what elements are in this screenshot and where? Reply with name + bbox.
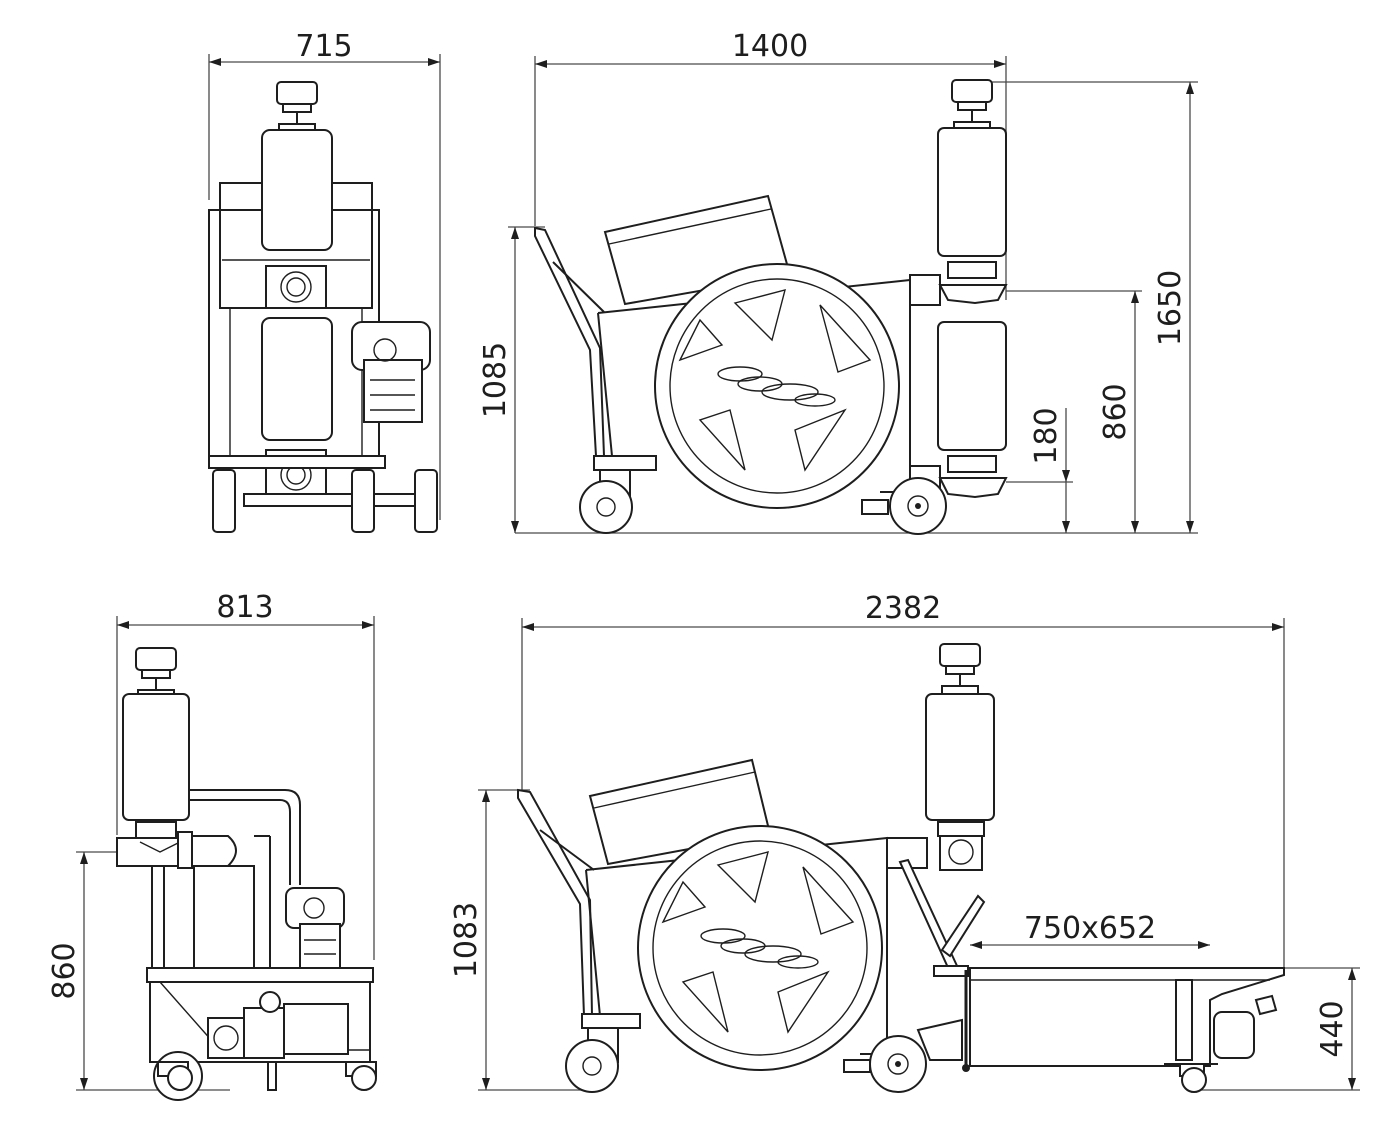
dimension-label: 1083 <box>449 902 484 978</box>
dimension-label: 813 <box>216 590 273 625</box>
dimension-label: 860 <box>47 942 82 999</box>
dimension-label: 1650 <box>1153 270 1188 346</box>
dimension-label: 440 <box>1315 1000 1350 1057</box>
dimension-height-860: 860 <box>1006 290 1142 533</box>
dimension-height-1085: 1085 <box>478 226 545 533</box>
dimension-label: 750x652 <box>1024 911 1156 946</box>
dimension-label: 715 <box>295 29 352 64</box>
dimension-height-180: 180 <box>1006 407 1073 533</box>
dimension-hopper-750x652: 750x652 <box>970 911 1210 949</box>
dimension-label: 1400 <box>732 29 808 64</box>
front-view: 715 <box>208 29 441 533</box>
side-view-with-hopper: 2382 1083 750x652 440 <box>449 591 1360 1093</box>
pump-drum <box>654 263 900 509</box>
dimension-height-440: 440 <box>1200 967 1360 1091</box>
pump-drum <box>637 825 883 1071</box>
dimension-width-715: 715 <box>208 29 441 520</box>
dimension-height-860-front: 860 <box>47 851 230 1091</box>
dimension-height-1650: 1650 <box>515 81 1198 534</box>
dimension-length-2382: 2382 <box>521 591 1285 975</box>
dimension-label: 2382 <box>865 591 941 626</box>
dimension-height-1083: 1083 <box>449 789 600 1091</box>
dimension-label: 1085 <box>478 342 513 418</box>
front-view-with-hopper: 813 860 <box>47 590 377 1101</box>
dimension-label: 860 <box>1098 383 1133 440</box>
dimension-label: 180 <box>1029 407 1064 464</box>
dimension-width-813: 813 <box>116 590 375 960</box>
side-view: 1400 1650 860 180 1085 <box>478 29 1198 535</box>
